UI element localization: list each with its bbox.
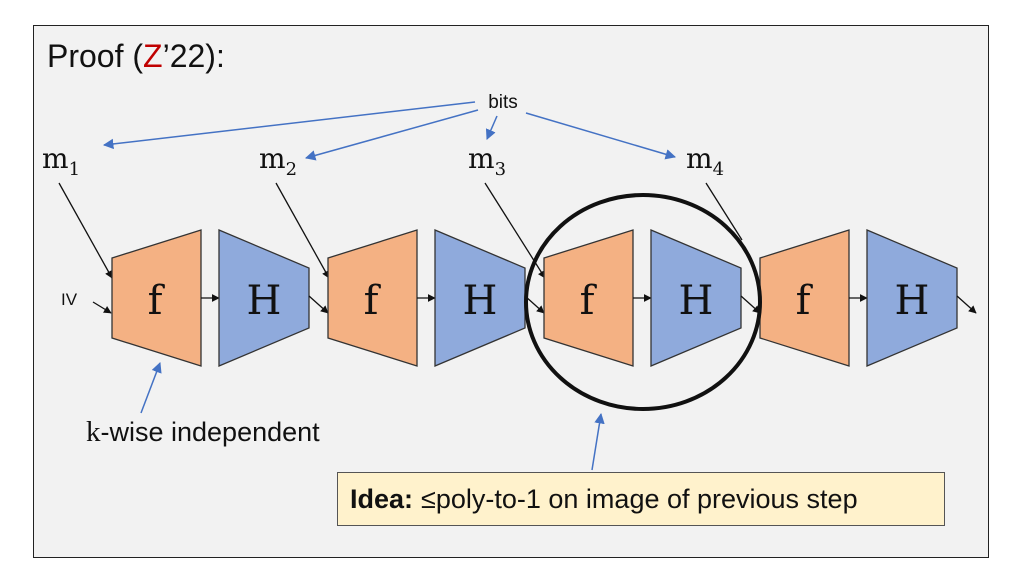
kwise-k: k <box>86 416 101 448</box>
kwise-text: -wise independent <box>100 417 320 447</box>
iv-label: IV <box>61 290 78 309</box>
h-label-3: H <box>679 278 714 324</box>
f-block-3 <box>543 229 634 367</box>
bits-arrow-m2 <box>304 109 479 161</box>
h-label-4: H <box>895 278 930 324</box>
bits-arrow-m3 <box>485 115 498 140</box>
title-prefix: Proof ( <box>47 38 144 74</box>
idea-arrow <box>591 412 605 471</box>
h-to-f-arrow-3 <box>740 295 761 314</box>
message-label-m2: m2 <box>259 142 297 180</box>
iv-arrow <box>92 301 112 314</box>
output-arrow <box>956 295 977 314</box>
h-block-3 <box>650 229 742 367</box>
idea-text: ≤poly-to-1 on image of previous step <box>421 483 858 514</box>
message-label-m4: m4 <box>686 142 724 180</box>
highlight-ellipse <box>524 193 762 411</box>
f-label-4: f <box>796 278 814 324</box>
bits-arrow-m4 <box>525 112 677 160</box>
message-arrow-m1 <box>58 182 113 279</box>
bits-arrow-m1 <box>102 101 476 150</box>
idea-box: Idea:≤poly-to-1 on image of previous ste… <box>337 472 945 526</box>
h-block-4 <box>866 229 958 367</box>
kwise-annotation: k-wise independent <box>86 416 320 449</box>
h-block-2 <box>434 229 526 367</box>
message-label-m1: m1 <box>42 142 80 180</box>
f-label-1: f <box>148 278 166 324</box>
kwise-arrow <box>140 362 162 414</box>
message-arrow-m2 <box>275 182 330 279</box>
f-label-3: f <box>580 278 598 324</box>
title-suffix: ’22): <box>162 38 225 74</box>
bits-label: bits <box>488 92 518 113</box>
h-to-f-arrow-2 <box>524 295 545 314</box>
slide-title: Proof (Z’22): <box>47 38 225 75</box>
h-block-1 <box>218 229 310 367</box>
message-arrow-m4 <box>705 182 743 241</box>
h-label-2: H <box>463 278 498 324</box>
title-citation: Z <box>143 38 163 74</box>
f-block-2 <box>327 229 418 367</box>
message-label-m3: m3 <box>468 142 506 180</box>
h-to-f-arrow-1 <box>308 295 329 314</box>
f-block-1 <box>111 229 202 367</box>
idea-heading: Idea: <box>350 483 414 514</box>
h-label-1: H <box>247 278 282 324</box>
f-label-2: f <box>364 278 382 324</box>
